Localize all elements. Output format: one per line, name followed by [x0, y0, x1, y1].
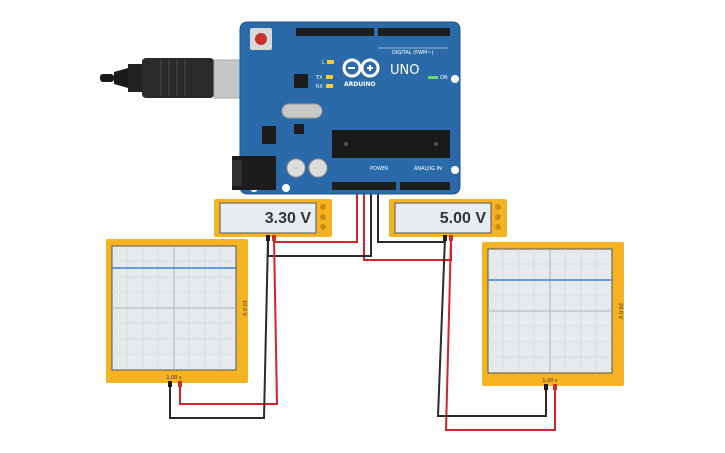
- multimeter-2-reading: 5.00 V: [440, 210, 487, 227]
- multimeter-2[interactable]: 5.00 V: [389, 199, 507, 241]
- digital-header-left: [296, 28, 374, 36]
- power-header: [332, 182, 396, 190]
- oscilloscope-1-time-label: 1.00 s: [166, 375, 182, 381]
- digital-header-label: DIGITAL (PWM~): [392, 50, 434, 56]
- oscilloscope-1[interactable]: 1.00 s 10.0 V: [106, 239, 248, 387]
- usb-chip: [294, 74, 308, 88]
- digital-header-right: [378, 28, 450, 36]
- wire-mm2-red-to-osc2[interactable]: [444, 237, 556, 431]
- power-label: POWER: [370, 166, 389, 172]
- oscilloscope-1-volt-label: 10.0 V: [241, 300, 247, 317]
- oscilloscope-2-time-label: 1.00 s: [542, 378, 558, 384]
- arduino-uno-board[interactable]: DIGITAL (PWM~) L TX RX ARDUINO UNO ON: [232, 21, 461, 195]
- arduino-brand-text: ARDUINO: [344, 81, 375, 88]
- wire-mm1-red-to-osc1[interactable]: [179, 237, 279, 405]
- crystal: [281, 103, 323, 119]
- reset-button-icon[interactable]: [250, 28, 272, 50]
- oscilloscope-2-volt-label: 20.0 V: [617, 303, 623, 320]
- arduino-model-text: UNO: [390, 63, 419, 78]
- wires: [169, 186, 556, 431]
- wire-mm1-black-to-osc1[interactable]: [169, 237, 269, 419]
- arduino-logo-icon: [342, 58, 380, 78]
- multimeter-1-reading: 3.30 V: [265, 210, 312, 227]
- oscilloscope-2[interactable]: 1.00 s 20.0 V: [482, 242, 624, 390]
- power-jack-icon: [232, 156, 276, 190]
- on-led-label: ON: [440, 75, 448, 81]
- led-rx-label: RX: [316, 84, 323, 90]
- multimeter-1[interactable]: 3.30 V: [214, 199, 332, 241]
- regulator: [262, 126, 276, 144]
- analog-label: ANALOG IN: [414, 166, 442, 172]
- led-l-label: L: [322, 60, 325, 66]
- atmega-chip: [332, 130, 450, 158]
- wire-mm2-black-to-osc2[interactable]: [436, 237, 547, 417]
- led-tx-label: TX: [315, 75, 323, 81]
- analog-header: [400, 182, 450, 190]
